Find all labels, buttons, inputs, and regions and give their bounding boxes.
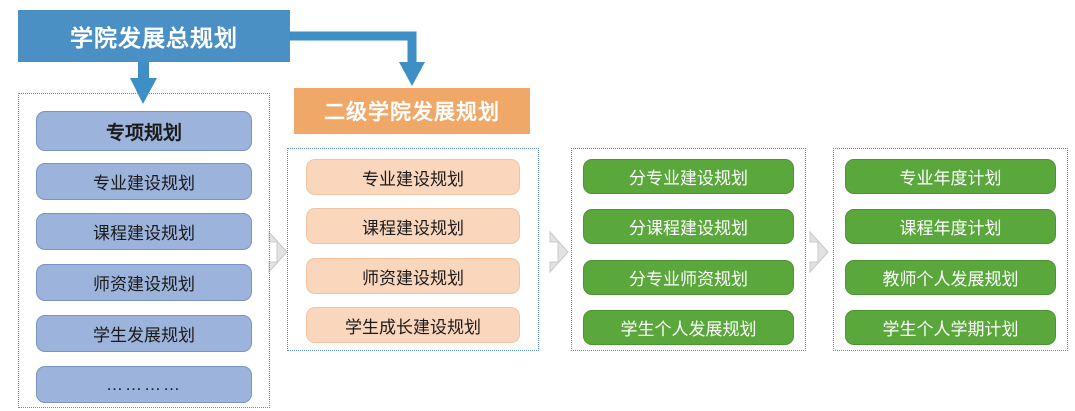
node-teacher-personal-development: 教师个人发展规划 [845, 260, 1056, 295]
node-student-development-planning: 学生发展规划 [36, 315, 252, 352]
node-sub-major-faculty: 分专业师资规划 [583, 260, 794, 295]
node-label: 课程建设规划 [362, 218, 464, 238]
node-label: 学生发展规划 [93, 326, 195, 345]
node-label: 专业建设规划 [93, 174, 195, 193]
group-box-secondary-college [287, 148, 539, 351]
node-sub-major-construction: 分专业建设规划 [583, 159, 794, 194]
node-course-construction-planning: 课程建设规划 [36, 213, 252, 250]
node-label: 学生个人发展规划 [620, 320, 757, 339]
node-faculty-construction-planning: 师资建设规划 [36, 264, 252, 301]
node-label: ………… [106, 374, 182, 394]
header-label: 二级学院发展规划 [324, 101, 500, 124]
node-label: 学生成长建设规划 [345, 317, 481, 337]
node-student-personal-development: 学生个人发展规划 [583, 310, 794, 345]
node-label: 师资建设规划 [93, 275, 195, 294]
node-more-placeholder: ………… [36, 366, 252, 403]
node-major-annual-plan: 专业年度计划 [845, 159, 1056, 194]
node-label: 分专业建设规划 [629, 169, 748, 188]
node-label: 专业年度计划 [899, 169, 1002, 188]
node-college-course-construction: 课程建设规划 [306, 208, 520, 244]
node-label: 分课程建设规划 [629, 219, 748, 238]
diagram-title-text: 学院发展总规划 [70, 25, 238, 51]
node-course-annual-plan: 课程年度计划 [845, 209, 1056, 244]
node-label: 专项规划 [105, 122, 182, 144]
node-label: 师资建设规划 [362, 268, 464, 288]
group-box-annual-plan [833, 148, 1068, 351]
node-major-construction-planning: 专业建设规划 [36, 163, 252, 200]
node-college-student-growth: 学生成长建设规划 [306, 307, 520, 343]
node-student-semester-plan: 学生个人学期计划 [845, 310, 1056, 345]
node-label: 课程年度计划 [899, 219, 1002, 238]
node-special-planning: 专项规划 [36, 111, 252, 151]
node-label: 教师个人发展规划 [882, 270, 1019, 289]
node-college-faculty-construction: 师资建设规划 [306, 258, 520, 294]
node-sub-course-construction: 分课程建设规划 [583, 209, 794, 244]
node-college-major-construction: 专业建设规划 [306, 159, 520, 195]
group-box-special-planning [18, 93, 270, 408]
node-label: 分专业师资规划 [629, 270, 748, 289]
diagram-title-box: 学院发展总规划 [18, 10, 290, 62]
node-label: 课程建设规划 [93, 224, 195, 243]
header-secondary-college-planning: 二级学院发展规划 [294, 88, 530, 134]
group-box-sub-planning [571, 148, 806, 351]
node-label: 专业建设规划 [362, 169, 464, 189]
node-label: 学生个人学期计划 [882, 320, 1019, 339]
